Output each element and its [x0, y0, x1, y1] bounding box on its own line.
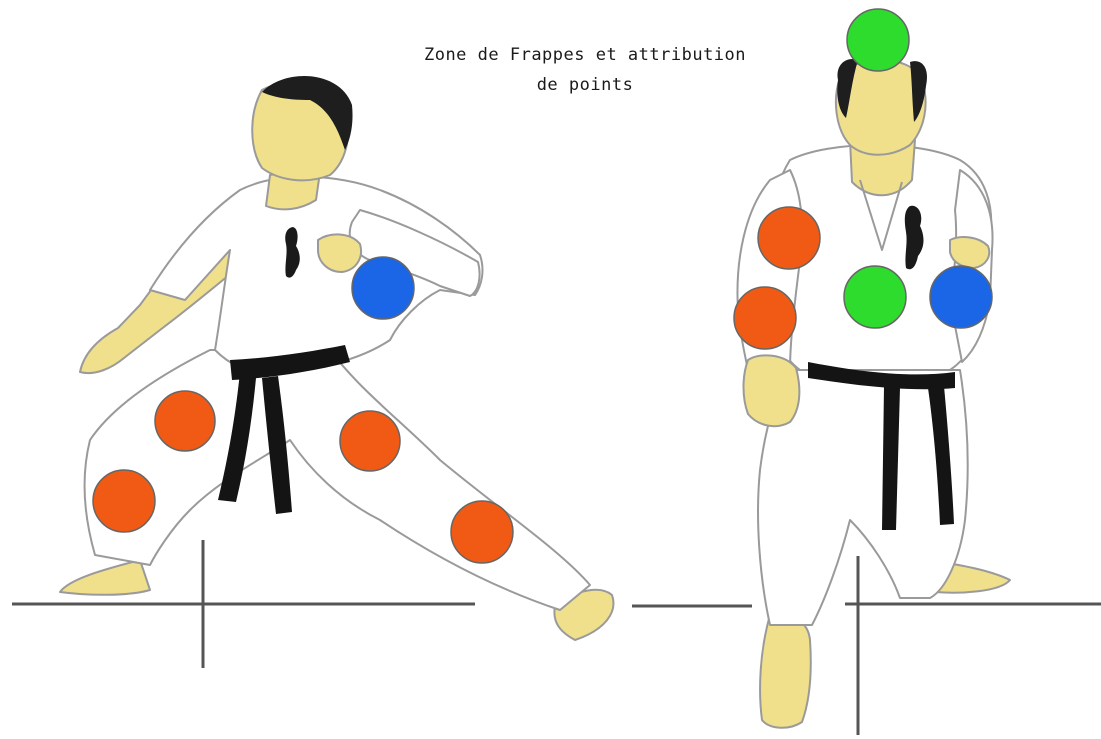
zone-marker-right-forearm-orange: [734, 287, 796, 349]
right-fighter-front-foot: [760, 614, 811, 727]
zone-marker-left-front-thigh-orange: [340, 411, 400, 471]
diagram-title-line-2: de points: [370, 70, 800, 100]
zone-marker-left-front-shin-orange: [451, 501, 513, 563]
left-fighter-figure: [60, 76, 613, 640]
zone-marker-right-chest-green: [844, 266, 906, 328]
zone-marker-right-ribs-blue: [930, 266, 992, 328]
diagram-title-line-1: Zone de Frappes et attribution: [370, 40, 800, 70]
zone-marker-right-head-green: [847, 9, 909, 71]
diagram-title: Zone de Frappes et attribution de points: [370, 40, 800, 100]
zone-marker-right-upper-arm-orange: [758, 207, 820, 269]
right-fighter-figure: [737, 59, 1010, 728]
zone-marker-left-back-thigh-orange: [155, 391, 215, 451]
left-fighter-back-foot: [60, 560, 150, 595]
left-fighter-fist: [318, 234, 361, 272]
left-fighter-pants: [85, 350, 590, 610]
right-fighter-left-fist: [744, 355, 800, 426]
zone-marker-left-chest-blue: [352, 257, 414, 319]
zone-marker-left-back-shin-orange: [93, 470, 155, 532]
